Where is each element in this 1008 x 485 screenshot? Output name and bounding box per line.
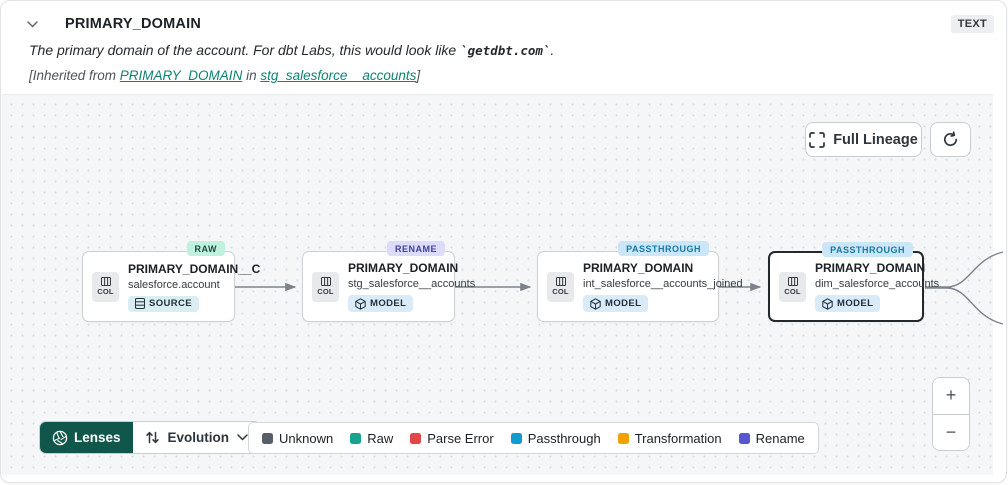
column-description: The primary domain of the account. For d… xyxy=(29,42,555,58)
evolution-badge: PASSTHROUGH xyxy=(822,242,913,257)
node-column-name: PRIMARY_DOMAIN xyxy=(348,261,459,275)
legend-item-parse-error: Parse Error xyxy=(410,431,494,446)
node-model-name: salesforce.account xyxy=(128,278,220,291)
evolution-badge: RAW xyxy=(186,241,225,256)
column-chip: COL xyxy=(779,271,806,302)
collapse-chevron-icon[interactable] xyxy=(23,15,41,33)
refresh-icon xyxy=(943,131,958,147)
node-column-name: PRIMARY_DOMAIN__C xyxy=(128,261,261,276)
legend-item-passthrough: Passthrough xyxy=(510,431,601,446)
inline-code: `getdbt.com` xyxy=(460,43,551,58)
resource-type-chip: MODEL xyxy=(815,295,881,312)
legend-swatch xyxy=(738,432,750,444)
legend-item-rename: Rename xyxy=(738,431,805,446)
zoom-in-button[interactable]: + xyxy=(933,378,969,415)
evolution-legend: Unknown Raw Parse Error Passthrough Tran… xyxy=(248,422,819,454)
legend-item-raw: Raw xyxy=(350,431,393,446)
lens-select-evolution[interactable]: Evolution xyxy=(132,422,261,453)
model-icon xyxy=(590,297,601,310)
evolution-arrows-icon xyxy=(145,431,159,444)
model-icon xyxy=(822,297,833,310)
inherited-model-link[interactable]: stg_salesforce__accounts xyxy=(260,68,417,83)
lineage-node-stg[interactable]: RENAME COL PRIMARY_DOMAIN stg_salesforce… xyxy=(302,241,475,322)
legend-swatch xyxy=(410,432,422,444)
legend-swatch xyxy=(350,432,362,444)
node-column-name: PRIMARY_DOMAIN xyxy=(583,261,694,275)
legend-item-unknown: Unknown xyxy=(262,431,333,446)
lens-aperture-icon xyxy=(52,430,68,445)
column-chip: COL xyxy=(547,271,574,302)
resource-type-chip: MODEL xyxy=(348,295,414,312)
column-header: PRIMARY_DOMAIN TEXT The primary domain o… xyxy=(1,1,1006,94)
column-chip: COL xyxy=(312,271,339,302)
full-lineage-button[interactable]: Full Lineage xyxy=(805,122,922,157)
lineage-node-dim[interactable]: PASSTHROUGH COL PRIMARY_DOMAIN dim_sales… xyxy=(768,242,939,322)
lineage-node-int[interactable]: PASSTHROUGH COL PRIMARY_DOMAIN int_sales… xyxy=(537,241,743,322)
node-model-name: dim_salesforce_accounts xyxy=(815,278,940,290)
column-type-badge: TEXT xyxy=(950,15,994,33)
evolution-badge: RENAME xyxy=(386,241,445,256)
zoom-out-button[interactable]: − xyxy=(933,414,969,450)
refresh-button[interactable] xyxy=(930,122,971,157)
resource-type-chip: MODEL xyxy=(583,295,649,312)
expand-icon xyxy=(809,131,826,148)
chevron-down-icon xyxy=(237,434,248,441)
inherited-note: [Inherited from PRIMARY_DOMAIN in stg_sa… xyxy=(29,68,421,83)
node-column-name: PRIMARY_DOMAIN xyxy=(815,261,926,275)
lens-controls: Lenses Evolution xyxy=(39,421,262,454)
columns-icon xyxy=(320,277,331,286)
model-icon xyxy=(355,297,366,310)
legend-item-transformation: Transformation xyxy=(617,431,722,446)
column-title: PRIMARY_DOMAIN xyxy=(65,16,201,32)
node-model-name: int_salesforce__accounts_joined xyxy=(583,278,743,290)
node-model-name: stg_salesforce__accounts xyxy=(348,278,476,290)
columns-icon xyxy=(787,277,798,286)
evolution-badge: PASSTHROUGH xyxy=(618,241,709,256)
inherited-column-link[interactable]: PRIMARY_DOMAIN xyxy=(119,68,243,83)
legend-swatch xyxy=(262,432,273,444)
source-icon xyxy=(135,298,145,309)
columns-icon xyxy=(555,277,566,286)
zoom-controls: + − xyxy=(932,377,970,451)
lineage-node-source[interactable]: RAW COL PRIMARY_DOMAIN__C salesforce.acc… xyxy=(82,241,260,322)
legend-swatch xyxy=(617,432,629,444)
lenses-button[interactable]: Lenses xyxy=(40,422,133,453)
resource-type-chip: SOURCE xyxy=(128,295,200,312)
column-chip: COL xyxy=(92,271,119,302)
legend-swatch xyxy=(510,432,522,444)
columns-icon xyxy=(100,277,111,286)
